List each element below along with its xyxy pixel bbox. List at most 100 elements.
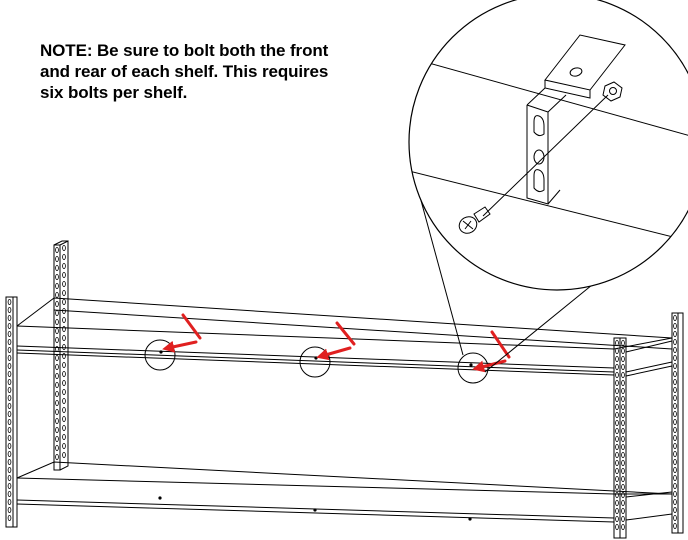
post-slot-hole xyxy=(615,371,619,378)
post-slot-hole xyxy=(7,458,12,465)
post-slot-hole xyxy=(62,379,66,386)
post-slot-hole xyxy=(673,474,677,481)
post-slot-hole xyxy=(7,410,12,417)
post-slot-hole xyxy=(673,442,677,449)
post-slot-hole xyxy=(62,361,66,368)
post-slot-hole xyxy=(7,338,12,345)
post-slot-hole xyxy=(7,426,12,433)
post-slot-hole xyxy=(621,427,625,434)
post-slot-hole xyxy=(673,314,677,321)
post-slot-hole xyxy=(615,379,619,386)
post-slot-hole xyxy=(615,419,619,426)
left-rear-post-holes xyxy=(55,244,66,460)
post-slot-hole xyxy=(55,327,59,334)
post-slot-hole xyxy=(621,363,625,370)
post-slot-hole xyxy=(55,255,59,262)
post-slot-hole xyxy=(62,406,66,413)
post-slot-hole xyxy=(7,466,12,473)
post-slot-hole xyxy=(673,346,677,353)
post-slot-hole xyxy=(62,298,66,305)
post-slot-hole xyxy=(7,450,12,457)
post-slot-hole xyxy=(621,387,625,394)
post-slot-hole xyxy=(62,451,66,458)
post-slot-hole xyxy=(673,482,677,489)
post-slot-hole xyxy=(673,498,677,505)
post-slot-hole xyxy=(55,309,59,316)
post-slot-hole xyxy=(7,482,12,489)
post-slot-hole xyxy=(7,394,12,401)
post-slot-hole xyxy=(621,507,625,514)
post-slot-hole xyxy=(55,435,59,442)
right-rear-post xyxy=(671,312,684,534)
lower-shelf xyxy=(16,461,673,523)
post-slot-hole xyxy=(62,262,66,269)
post-slot-hole xyxy=(621,491,625,498)
post-slot-hole xyxy=(615,516,619,523)
post-slot-hole xyxy=(621,339,625,346)
post-slot-hole xyxy=(621,411,625,418)
post-slot-hole xyxy=(7,370,12,377)
post-slot-hole xyxy=(615,395,619,402)
post-slot-hole xyxy=(55,372,59,379)
note-line-1: NOTE: Be sure to bolt both the front xyxy=(40,41,329,60)
indicator-arrows xyxy=(168,313,511,368)
post-slot-hole xyxy=(673,523,677,530)
post-slot-hole xyxy=(615,427,619,434)
post-slot-hole xyxy=(621,451,625,458)
post-slot-hole xyxy=(62,334,66,341)
detail-view-frame xyxy=(408,0,688,291)
note-line-3: six bolts per shelf. xyxy=(40,83,188,102)
post-slot-hole xyxy=(621,524,625,531)
post-slot-hole xyxy=(673,386,677,393)
post-slot-hole xyxy=(7,322,12,329)
post-slot-hole xyxy=(673,506,677,513)
post-slot-hole xyxy=(62,352,66,359)
post-slot-hole xyxy=(55,273,59,280)
post-slot-hole xyxy=(7,506,12,513)
post-slot-hole xyxy=(673,338,677,345)
post-slot-hole xyxy=(673,490,677,497)
post-slot-hole xyxy=(673,466,677,473)
post-slot-hole xyxy=(62,388,66,395)
post-slot-hole xyxy=(673,354,677,361)
post-slot-hole xyxy=(615,475,619,482)
post-slot-hole xyxy=(7,354,12,361)
post-slot-hole xyxy=(615,339,619,346)
post-slot-hole xyxy=(621,443,625,450)
post-slot-hole xyxy=(62,280,66,287)
post-slot-hole xyxy=(673,410,677,417)
post-slot-hole xyxy=(615,467,619,474)
post-slot-hole xyxy=(62,415,66,422)
assembly-note: NOTE: Be sure to bolt both the front and… xyxy=(40,40,420,103)
post-slot-hole xyxy=(621,516,625,523)
post-slot-hole xyxy=(615,459,619,466)
bolt-location-center xyxy=(299,346,331,378)
post-slot-hole xyxy=(7,362,12,369)
post-slot-hole xyxy=(62,424,66,431)
post-slot-hole xyxy=(621,395,625,402)
post-slot-hole xyxy=(7,442,12,449)
post-slot-hole xyxy=(673,378,677,385)
right-front-post-holes xyxy=(615,339,625,531)
left-rear-post xyxy=(53,240,69,471)
post-slot-hole xyxy=(673,322,677,329)
post-slot-hole xyxy=(7,306,12,313)
post-slot-hole xyxy=(55,390,59,397)
post-slot-hole xyxy=(615,451,619,458)
post-slot-hole xyxy=(673,370,677,377)
post-slot-hole xyxy=(621,475,625,482)
post-slot-hole xyxy=(55,354,59,361)
post-slot-hole xyxy=(62,325,66,332)
post-slot-hole xyxy=(55,381,59,388)
post-slot-hole xyxy=(7,515,12,522)
post-slot-hole xyxy=(7,386,12,393)
right-rear-post-holes xyxy=(673,314,677,530)
post-slot-hole xyxy=(7,346,12,353)
post-slot-hole xyxy=(673,330,677,337)
post-slot-hole xyxy=(7,474,12,481)
bolt-location-right xyxy=(457,352,489,384)
lower-shelf-holes xyxy=(158,496,472,521)
detail-view xyxy=(408,0,688,291)
post-slot-hole xyxy=(55,453,59,460)
